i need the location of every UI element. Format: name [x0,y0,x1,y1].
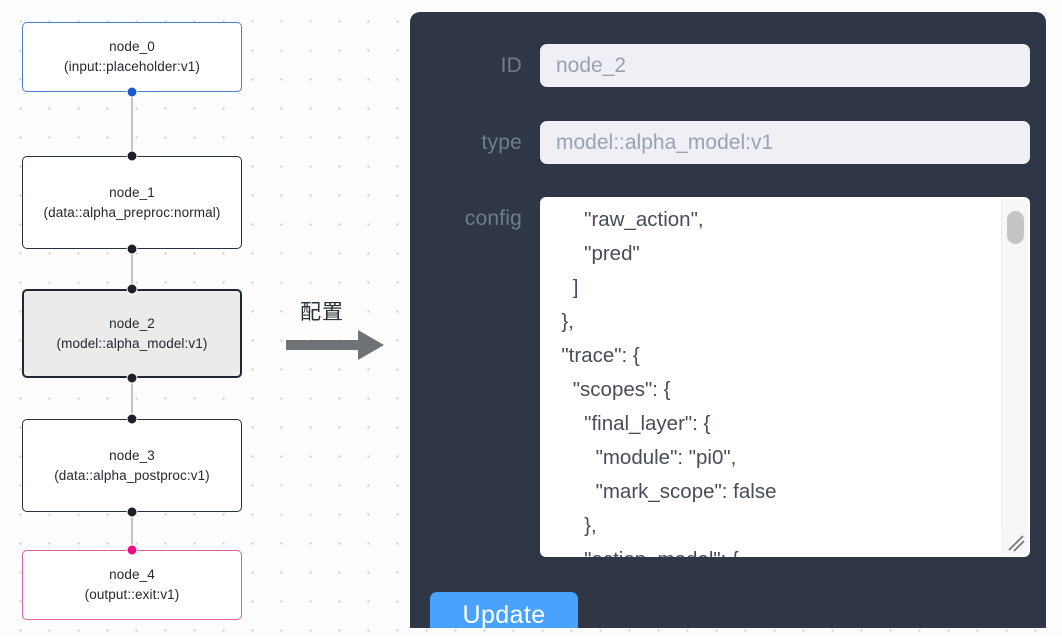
node-handle-source-node_0[interactable] [126,86,138,98]
node-inspector-panel: ID type config "raw_action", "pred" ] },… [410,12,1046,628]
update-button[interactable]: Update [430,592,578,628]
node-handle-target-node_1[interactable] [126,150,138,162]
config-resize-handle[interactable] [1001,528,1029,556]
node-handle-target-node_2[interactable] [126,283,138,295]
type-input[interactable] [540,121,1030,164]
type-field-label: type [481,130,522,154]
node-subtitle: (data::alpha_preproc:normal) [43,204,221,220]
field-row-config: config "raw_action", "pred" ] }, "trace"… [430,197,1030,557]
id-input[interactable] [540,44,1030,87]
node-handle-target-node_4[interactable] [126,544,138,556]
config-textarea[interactable]: "raw_action", "pred" ] }, "trace": { "sc… [540,197,1030,557]
config-scrollbar-thumb[interactable] [1007,211,1024,244]
graph-node-node_3[interactable]: node_3 (data::alpha_postproc:v1) [22,419,242,512]
field-row-id: ID [430,44,1030,87]
bottom-strip [0,636,1062,643]
node-subtitle: (output::exit:v1) [84,587,180,602]
node-subtitle: (model::alpha_model:v1) [56,335,208,351]
config-annotation: 配置 [286,296,401,366]
node-title: node_3 [109,447,155,463]
node-subtitle: (data::alpha_postproc:v1) [54,467,210,483]
config-scrollbar[interactable] [1001,199,1028,531]
node-title: node_2 [109,315,155,331]
arrow-right-icon [286,330,384,360]
annotation-label: 配置 [300,301,344,324]
field-row-type: type [430,121,1030,164]
id-field-label: ID [500,53,522,77]
node-handle-target-node_3[interactable] [126,413,138,425]
config-editor: "raw_action", "pred" ] }, "trace": { "sc… [540,197,1030,557]
node-handle-source-node_3[interactable] [126,506,138,518]
graph-node-node_2[interactable]: node_2 (model::alpha_model:v1) [22,289,242,378]
config-field-label: config [464,207,522,230]
node-title: node_4 [109,567,155,582]
node-handle-source-node_2[interactable] [126,372,138,384]
graph-node-node_4[interactable]: node_4 (output::exit:v1) [22,550,242,620]
node-subtitle: (input::placeholder:v1) [64,59,200,74]
node-title: node_1 [109,184,155,200]
node-title: node_0 [109,39,155,54]
node-handle-source-node_1[interactable] [126,243,138,255]
graph-node-node_1[interactable]: node_1 (data::alpha_preproc:normal) [22,156,242,249]
graph-node-node_0[interactable]: node_0 (input::placeholder:v1) [22,22,242,92]
